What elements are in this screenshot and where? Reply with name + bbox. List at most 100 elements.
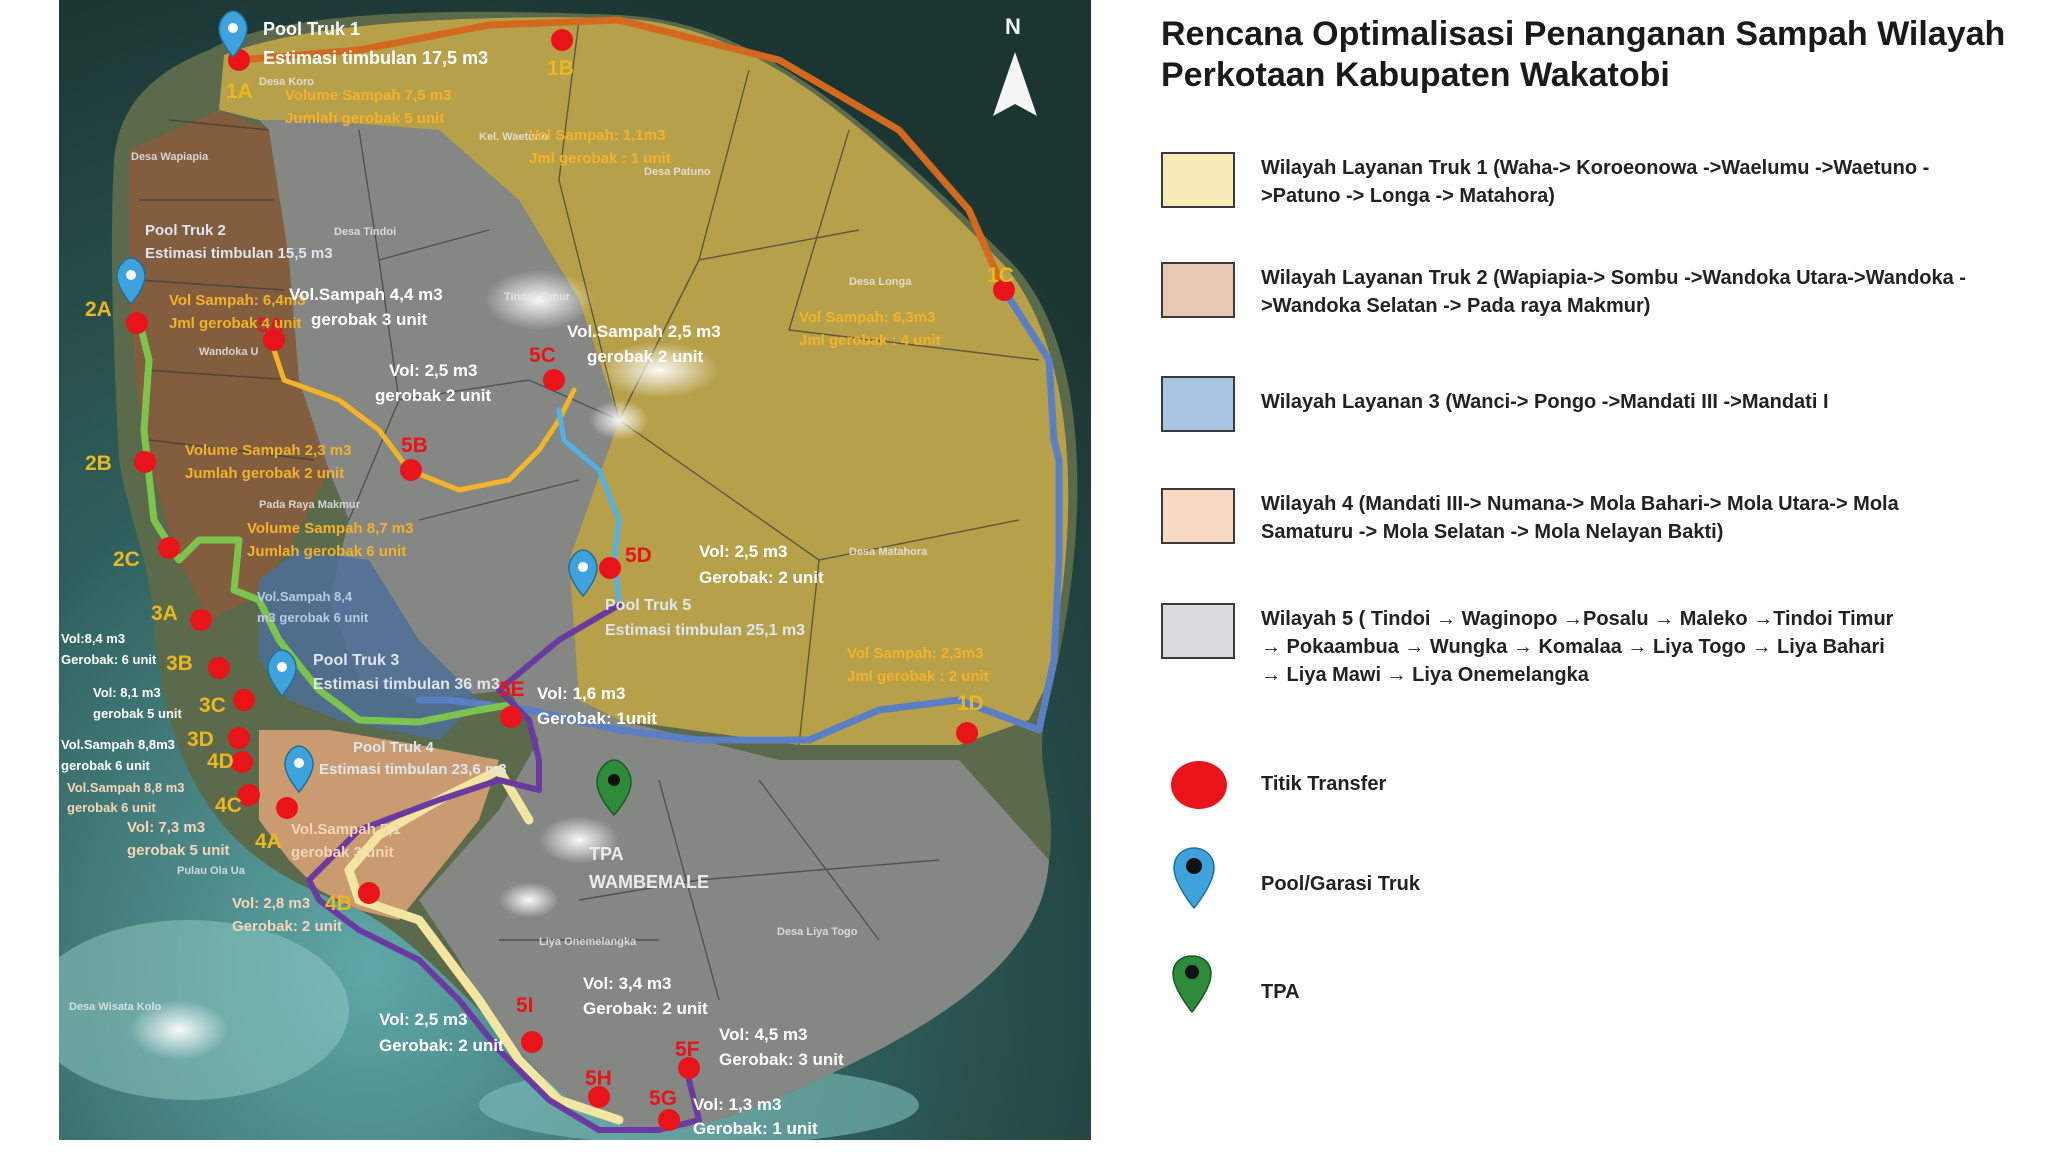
pool-pin-icon[interactable] (568, 549, 598, 598)
transfer-point-4A[interactable] (276, 797, 298, 819)
green-pin-icon (1172, 955, 1212, 1014)
annotation-line: Gerobak: 2 unit (379, 1036, 504, 1055)
annotation-line: Vol.Sampah 5,1 (291, 821, 401, 838)
transfer-label: 3B (166, 652, 193, 675)
place-label: Desa Patuno (644, 166, 711, 178)
pool-name: Pool Truk 4 (353, 739, 435, 756)
pool-pin-icon[interactable] (116, 257, 146, 306)
legend-label: Wilayah Layanan 3 (Wanci-> Pongo ->Manda… (1261, 391, 1829, 413)
place-label: Pada Raya Makmur (259, 499, 361, 511)
annotation-line: gerobak 6 unit (61, 758, 151, 773)
transfer-point-5A[interactable] (263, 329, 285, 351)
annotation-line: Vol: 7,3 m3 (127, 819, 205, 836)
transfer-point-2A[interactable] (126, 312, 148, 334)
annotation-line: Gerobak: 1unit (537, 709, 657, 728)
annotation-line: Gerobak: 2 unit (232, 918, 342, 935)
transfer-label: 5A (257, 314, 284, 337)
place-label: Liya Onemelangka (539, 936, 637, 948)
transfer-label: 2C (113, 548, 140, 571)
transfer-point-4B[interactable] (358, 882, 380, 904)
annotation-line: Vol: 8,1 m3 (93, 685, 161, 700)
place-label: Wandoka U (199, 346, 259, 358)
village-boundaries (138, 19, 1040, 1001)
map-canvas[interactable]: Desa Wapiapia Desa Tindoi Tindoi Timur W… (59, 0, 1091, 1140)
map-panel[interactable]: Desa Wapiapia Desa Tindoi Tindoi Timur W… (59, 0, 1091, 1140)
annotation-line: gerobak 2 unit (375, 386, 492, 405)
annotation-line: Vol: 4,5 m3 (719, 1025, 808, 1044)
place-label: Desa Matahora (849, 546, 928, 558)
transfer-point-5E[interactable] (500, 706, 522, 728)
annotation-line: Vol Sampah: 6,3m3 (799, 309, 935, 326)
pool-pin-icon[interactable] (267, 649, 297, 698)
transfer-label: 4C (215, 794, 242, 817)
place-label: Pulau Ola Ua (177, 865, 246, 877)
annotation-line: Vol.Sampah 8,8m3 (61, 737, 175, 752)
transfer-label: 5F (675, 1038, 700, 1061)
transfer-label: 1C (987, 264, 1014, 287)
annotation-line: gerobak 2 unit (587, 347, 704, 366)
legend-label: Wilayah Layanan Truk 2 (Wapiapia-> Sombu… (1261, 267, 1966, 317)
annotation-line: Vol: 2,5 m3 (699, 542, 788, 561)
annotation-line: Vol Sampah: 1,1m3 (529, 127, 665, 144)
annotation-line: Vol:8,4 m3 (61, 631, 125, 646)
legend-item-wilayah-4: Wilayah 4 (Mandati III-> Numana-> Mola B… (1161, 488, 2021, 568)
tpa-pin-icon[interactable] (596, 759, 632, 817)
transfer-point-5G[interactable] (658, 1109, 680, 1131)
place-label: Desa Wisata Kolo (69, 1001, 161, 1013)
pool-pin-icon[interactable] (218, 10, 248, 59)
pool-labels: Pool Truk 1 Estimasi timbulan 17,5 m3 Po… (145, 19, 805, 892)
annotation-line: Volume Sampah 8,7 m3 (247, 520, 413, 537)
transfer-label: 1A (226, 80, 253, 103)
legend-label: TPA (1261, 981, 1300, 1003)
annotation-line: Vol.Sampah 2,5 m3 (567, 322, 721, 341)
transfer-point-4C[interactable] (238, 784, 260, 806)
annotation-line: Jml gerobak : 2 unit (847, 668, 989, 685)
transfer-point-3A[interactable] (190, 609, 212, 631)
zone-truk-2 (129, 110, 329, 620)
transfer-label: 2B (85, 452, 112, 475)
transfer-point-4D[interactable] (231, 751, 253, 773)
legend-item-wilayah-3: Wilayah Layanan 3 (Wanci-> Pongo ->Manda… (1161, 376, 2021, 456)
transfer-point-2C[interactable] (158, 537, 180, 559)
zone-5 (259, 120, 1049, 1130)
pool-estimate: Estimasi timbulan 25,1 m3 (605, 622, 805, 639)
transfer-point-1B[interactable] (551, 29, 573, 51)
transfer-point-3D[interactable] (228, 727, 250, 749)
legend-label: Wilayah Layanan Truk 1 (Waha-> Koroeonow… (1261, 157, 1930, 207)
transfer-point-3B[interactable] (208, 657, 230, 679)
route-truk-1 (235, 16, 1008, 294)
annotation-line: gerobak 3 unit (311, 310, 428, 329)
transfer-point-3C[interactable] (233, 689, 255, 711)
transfer-point-5D[interactable] (599, 557, 621, 579)
legend-swatch (1161, 603, 1235, 659)
transfer-point-5H[interactable] (588, 1086, 610, 1108)
transfer-point-5F[interactable] (678, 1057, 700, 1079)
legend-swatch (1161, 488, 1235, 544)
pool-estimate: Estimasi timbulan 17,5 m3 (263, 48, 488, 68)
transfer-label: 1B (547, 57, 574, 80)
transfer-point-5C[interactable] (543, 369, 565, 391)
annotation-line: Vol Sampah: 2,3m3 (847, 645, 983, 662)
transfer-point-2B[interactable] (134, 451, 156, 473)
place-label: Desa Koro (259, 76, 314, 88)
annotation-line: Vol.Sampah 4,4 m3 (289, 285, 443, 304)
legend-item-tpa: TPA (1161, 955, 2021, 1040)
transfer-point-1D[interactable] (956, 722, 978, 744)
pool-pin-icon[interactable] (284, 745, 314, 794)
route-truk-5a (266, 332, 577, 493)
annotation-line: Gerobak: 6 unit (61, 652, 157, 667)
transfer-point-5I[interactable] (521, 1031, 543, 1053)
pool-estimate: Estimasi timbulan 36 m3 (313, 676, 500, 693)
annotation-line: m3 gerobak 6 unit (257, 610, 369, 625)
transfer-label: 5B (401, 434, 428, 457)
transfer-label: 5D (625, 544, 652, 567)
transfer-label: 3D (187, 728, 214, 751)
transfer-point-5B[interactable] (400, 459, 422, 481)
volume-annotations: Volume Sampah 7,5 m3 Jumlah gerobak 5 un… (61, 87, 989, 1138)
blue-pin-icon (1173, 847, 1215, 910)
legend-label: Wilayah 5 ( Tindoi → Waginopo →Posalu → … (1261, 608, 1894, 686)
transfer-point-1C[interactable] (993, 279, 1015, 301)
transfer-label: 5C (529, 344, 556, 367)
transfer-label: 4B (325, 892, 352, 915)
compass-north-arrow-icon: N (993, 14, 1037, 116)
